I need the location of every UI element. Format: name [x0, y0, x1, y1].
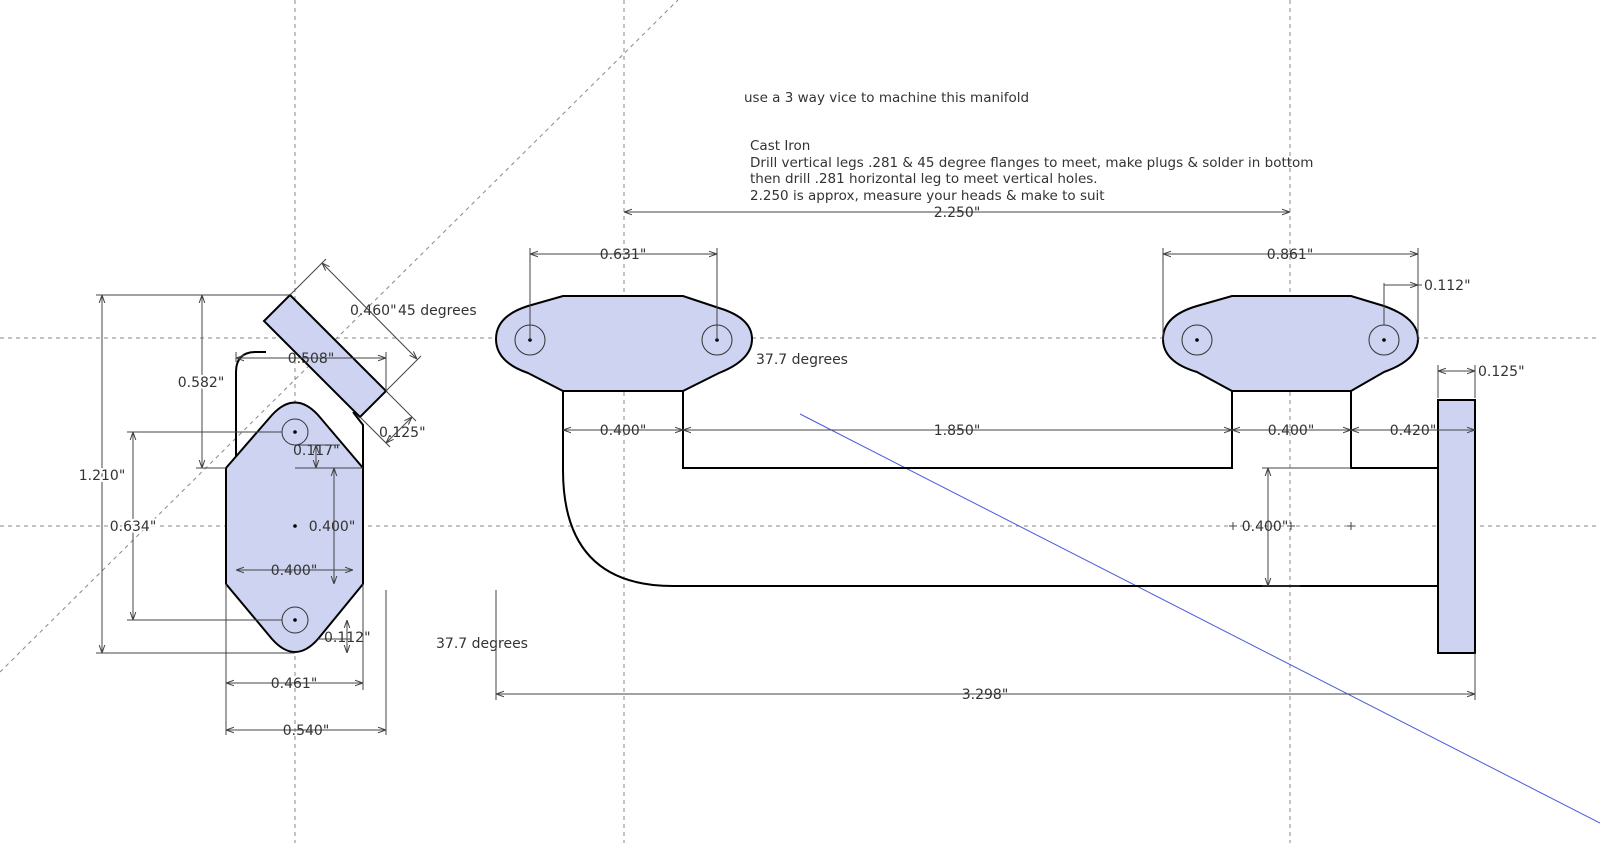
- dim-0461-label: 0.461": [271, 676, 318, 692]
- dim-0400-side-v-label: 0.400": [309, 519, 356, 535]
- side-center-mark: [293, 524, 297, 528]
- dim-0420-label: 0.420": [1390, 423, 1437, 439]
- dim-0112-side-label: 0.112": [324, 630, 371, 646]
- side-hole-bottom-center: [293, 618, 297, 622]
- left-flange: [494, 295, 754, 392]
- note-vice: use a 3 way vice to machine this manifol…: [744, 90, 1030, 106]
- dim-1210-label: 1.210": [79, 468, 126, 484]
- side-view: 0.460" 45 degrees 0.125" 0.508" 0.582" 1…: [77, 258, 477, 739]
- dim-0112-top-label: 0.112": [1424, 278, 1471, 294]
- dim-0400-c-label: 0.400": [1242, 519, 1289, 535]
- end-plate: [1437, 399, 1476, 654]
- dim-0460-line: [322, 263, 417, 359]
- dim-0125-side-line: [386, 417, 412, 443]
- dim-1850-label: 1.850": [934, 423, 981, 439]
- dim-0460-label: 0.460": [350, 303, 397, 319]
- notes-block: Cast Iron Drill vertical legs .281 & 45 …: [750, 138, 1313, 204]
- dim-0400-a-label: 0.400": [600, 423, 647, 439]
- angle-377-low-label: 37.7 degrees: [436, 636, 528, 652]
- inference-line: [799, 413, 1600, 824]
- dim-2250-label: 2.250": [934, 205, 981, 221]
- right-flange: [1161, 295, 1420, 392]
- note-line-3: 2.250 is approx, measure your heads & ma…: [750, 187, 1105, 204]
- manifold-runner-outline: [562, 390, 1438, 587]
- center-marks: [1229, 522, 1355, 530]
- dim-0508-label: 0.508": [288, 351, 335, 367]
- dim-0634-label: 0.634": [110, 519, 157, 535]
- guide-diagonal-45: [0, 0, 679, 673]
- note-material: Cast Iron: [750, 138, 811, 154]
- note-line-1: Drill vertical legs .281 & 45 degree fla…: [750, 154, 1314, 171]
- right-flange-hole-1-center: [1195, 338, 1199, 342]
- angle-377-top-label: 37.7 degrees: [756, 352, 848, 368]
- dim-0125-side-label: 0.125": [379, 425, 426, 441]
- dim-0540-label: 0.540": [283, 723, 330, 739]
- dim-0861-label: 0.861": [1267, 247, 1314, 263]
- front-view: 2.250" 0.631" 0.861" 0.112" 0.125" 0.400…: [436, 205, 1525, 703]
- note-line-2: then drill .281 horizontal leg to meet v…: [750, 171, 1098, 187]
- dim-0582-label: 0.582": [178, 375, 225, 391]
- side-hole-top-center: [293, 430, 297, 434]
- angle-45-label: 45 degrees: [398, 303, 477, 319]
- right-flange-hole-1: [1181, 324, 1213, 356]
- dim-0400-side-h-label: 0.400": [271, 563, 318, 579]
- dim-0117-label: 0.117": [293, 443, 340, 459]
- dim-3298-label: 3.298": [962, 687, 1009, 703]
- right-flange-hole-2-center: [1382, 338, 1386, 342]
- dim-0631-label: 0.631": [600, 247, 647, 263]
- dim-0125-flange-label: 0.125": [1478, 364, 1525, 380]
- dim-0400-b-label: 0.400": [1268, 423, 1315, 439]
